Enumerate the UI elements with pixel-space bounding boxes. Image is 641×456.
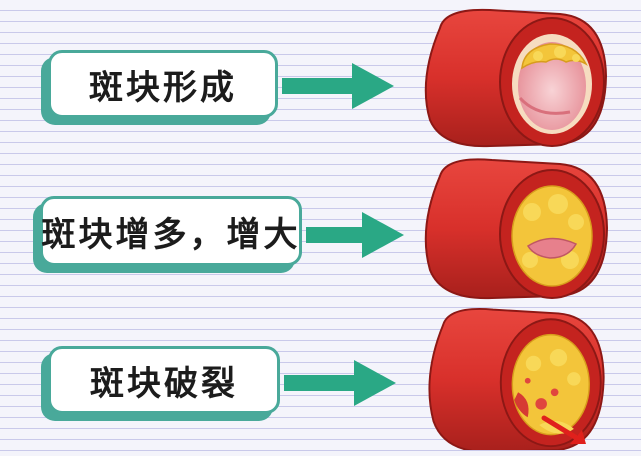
stage-label-1: 斑块形成 [89, 67, 237, 108]
stage-label-box-2: 斑块增多，增大 [40, 196, 302, 266]
stage-row-3: 斑块破裂 [0, 300, 641, 450]
stage-row-1: 斑块形成 [0, 0, 641, 150]
artery-cross-section-icon [424, 8, 608, 148]
right-arrow-icon [282, 63, 394, 109]
stage-label-box-3: 斑块破裂 [48, 346, 280, 414]
stage-label-2: 斑块增多，增大 [41, 214, 301, 255]
artery-cross-section-icon [424, 158, 609, 300]
right-arrow-icon [284, 360, 396, 406]
artery-cross-section-icon [428, 308, 605, 450]
right-arrow-icon [306, 212, 404, 258]
stage-row-2: 斑块增多，增大 [0, 150, 641, 300]
red-arrow-icon [541, 415, 586, 444]
stage-label-3: 斑块破裂 [90, 363, 238, 404]
stage-label-box-1: 斑块形成 [48, 50, 278, 118]
